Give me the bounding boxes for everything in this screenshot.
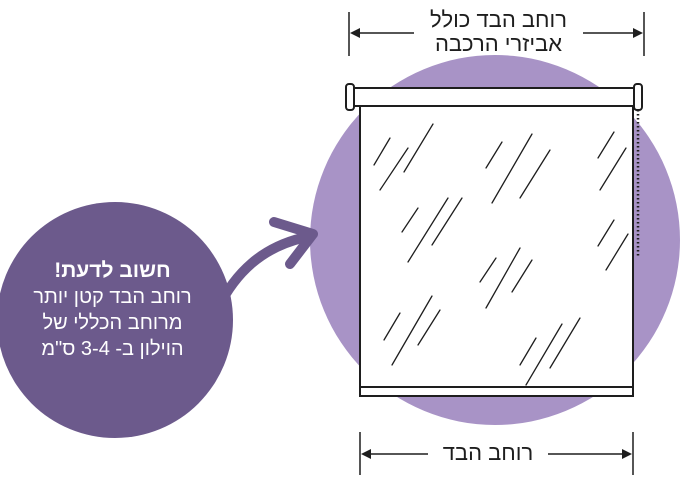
right-bracket — [633, 83, 643, 111]
top-dimension-line — [348, 12, 645, 56]
bottom-dimension-line — [359, 432, 634, 475]
note-circle — [0, 202, 233, 438]
top-right-arrowhead — [633, 28, 643, 38]
top-dimension-line1: רוחב הבד כולל — [430, 7, 567, 32]
arrow-icon — [213, 217, 318, 313]
glare-lines — [373, 123, 629, 386]
roller-blind-icon — [345, 83, 643, 397]
top-dimension-label: רוחב הבד כולל אביזרי הרכבה — [396, 8, 601, 56]
top-dimension-line2: אביזרי הרכבה — [434, 31, 563, 56]
note-line: מרוחב הכללי של — [42, 312, 183, 334]
bottom-dimension-label: רוחב הבד — [442, 440, 534, 465]
left-bracket — [345, 83, 355, 111]
note-line: הוילון ב- 3-4 ס"מ — [41, 338, 184, 360]
note-callout: חשוב לדעת! רוחב הבד קטן יותר מרוחב הכללי… — [10, 258, 215, 362]
bottom-left-arrowhead — [361, 449, 371, 459]
note-line: רוחב הבד קטן יותר — [33, 286, 192, 308]
bottom-right-arrowhead — [622, 449, 632, 459]
top-left-arrowhead — [350, 28, 360, 38]
blind-bottom-bar — [359, 386, 634, 397]
blind-fabric — [359, 104, 634, 392]
note-title: חשוב לדעת! — [54, 259, 171, 282]
roller-tube — [348, 87, 640, 107]
